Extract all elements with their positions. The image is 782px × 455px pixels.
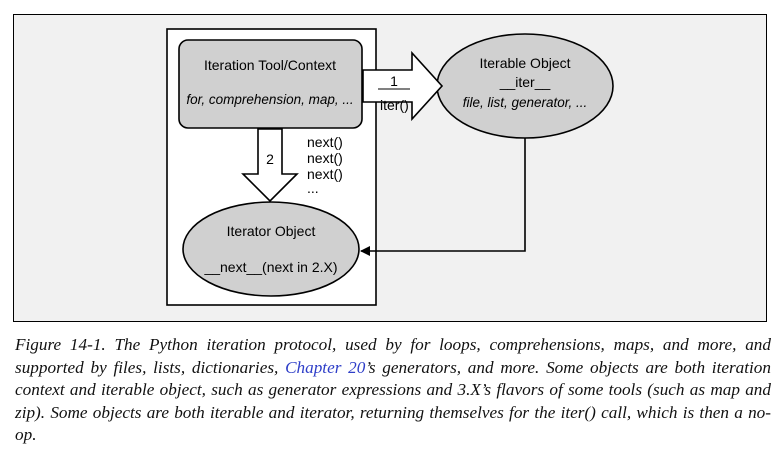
iteration-tool-title: Iteration Tool/Context — [204, 57, 336, 73]
iter-call-arrow — [362, 50, 444, 122]
caption-label: Figure 14-1. — [15, 335, 106, 354]
iter-arrow-label: iter() — [380, 97, 409, 113]
iteration-tool-subtitle: for, comprehension, map, ... — [186, 92, 353, 107]
iter-arrow-number: 1 — [390, 73, 398, 89]
iterator-object-method: __next__(next in 2.X) — [203, 259, 337, 275]
caption-text-part-1: The Python iteration protocol, used by f… — [15, 335, 771, 377]
chapter-20-link[interactable]: Chapter 20 — [285, 357, 366, 377]
next-call-label-ellipsis: ... — [307, 180, 319, 196]
iteration-protocol-diagram: Iteration Tool/Context for, comprehensio… — [166, 28, 614, 306]
next-call-label-1: next() — [307, 134, 343, 150]
iterable-object-subtitle: file, list, generator, ... — [463, 95, 588, 110]
returns-iterator-connector — [360, 138, 526, 256]
figure-frame — [13, 14, 767, 322]
caption-text-part-2: ’s generators, and more. Some objects ar… — [15, 357, 771, 445]
iterable-object-title: Iterable Object — [479, 55, 570, 71]
iterable-object-method: __iter__ — [499, 74, 551, 90]
iterator-object-title: Iterator Object — [227, 223, 316, 239]
figure-caption: Figure 14-1. The Python iteration protoc… — [15, 334, 771, 447]
iteration-tool-box — [178, 39, 363, 129]
next-call-arrow — [241, 128, 299, 203]
next-call-label-2: next() — [307, 150, 343, 166]
next-call-label-3: next() — [307, 166, 343, 182]
iterator-object-ellipse — [182, 201, 360, 297]
next-arrow-number: 2 — [266, 151, 274, 167]
